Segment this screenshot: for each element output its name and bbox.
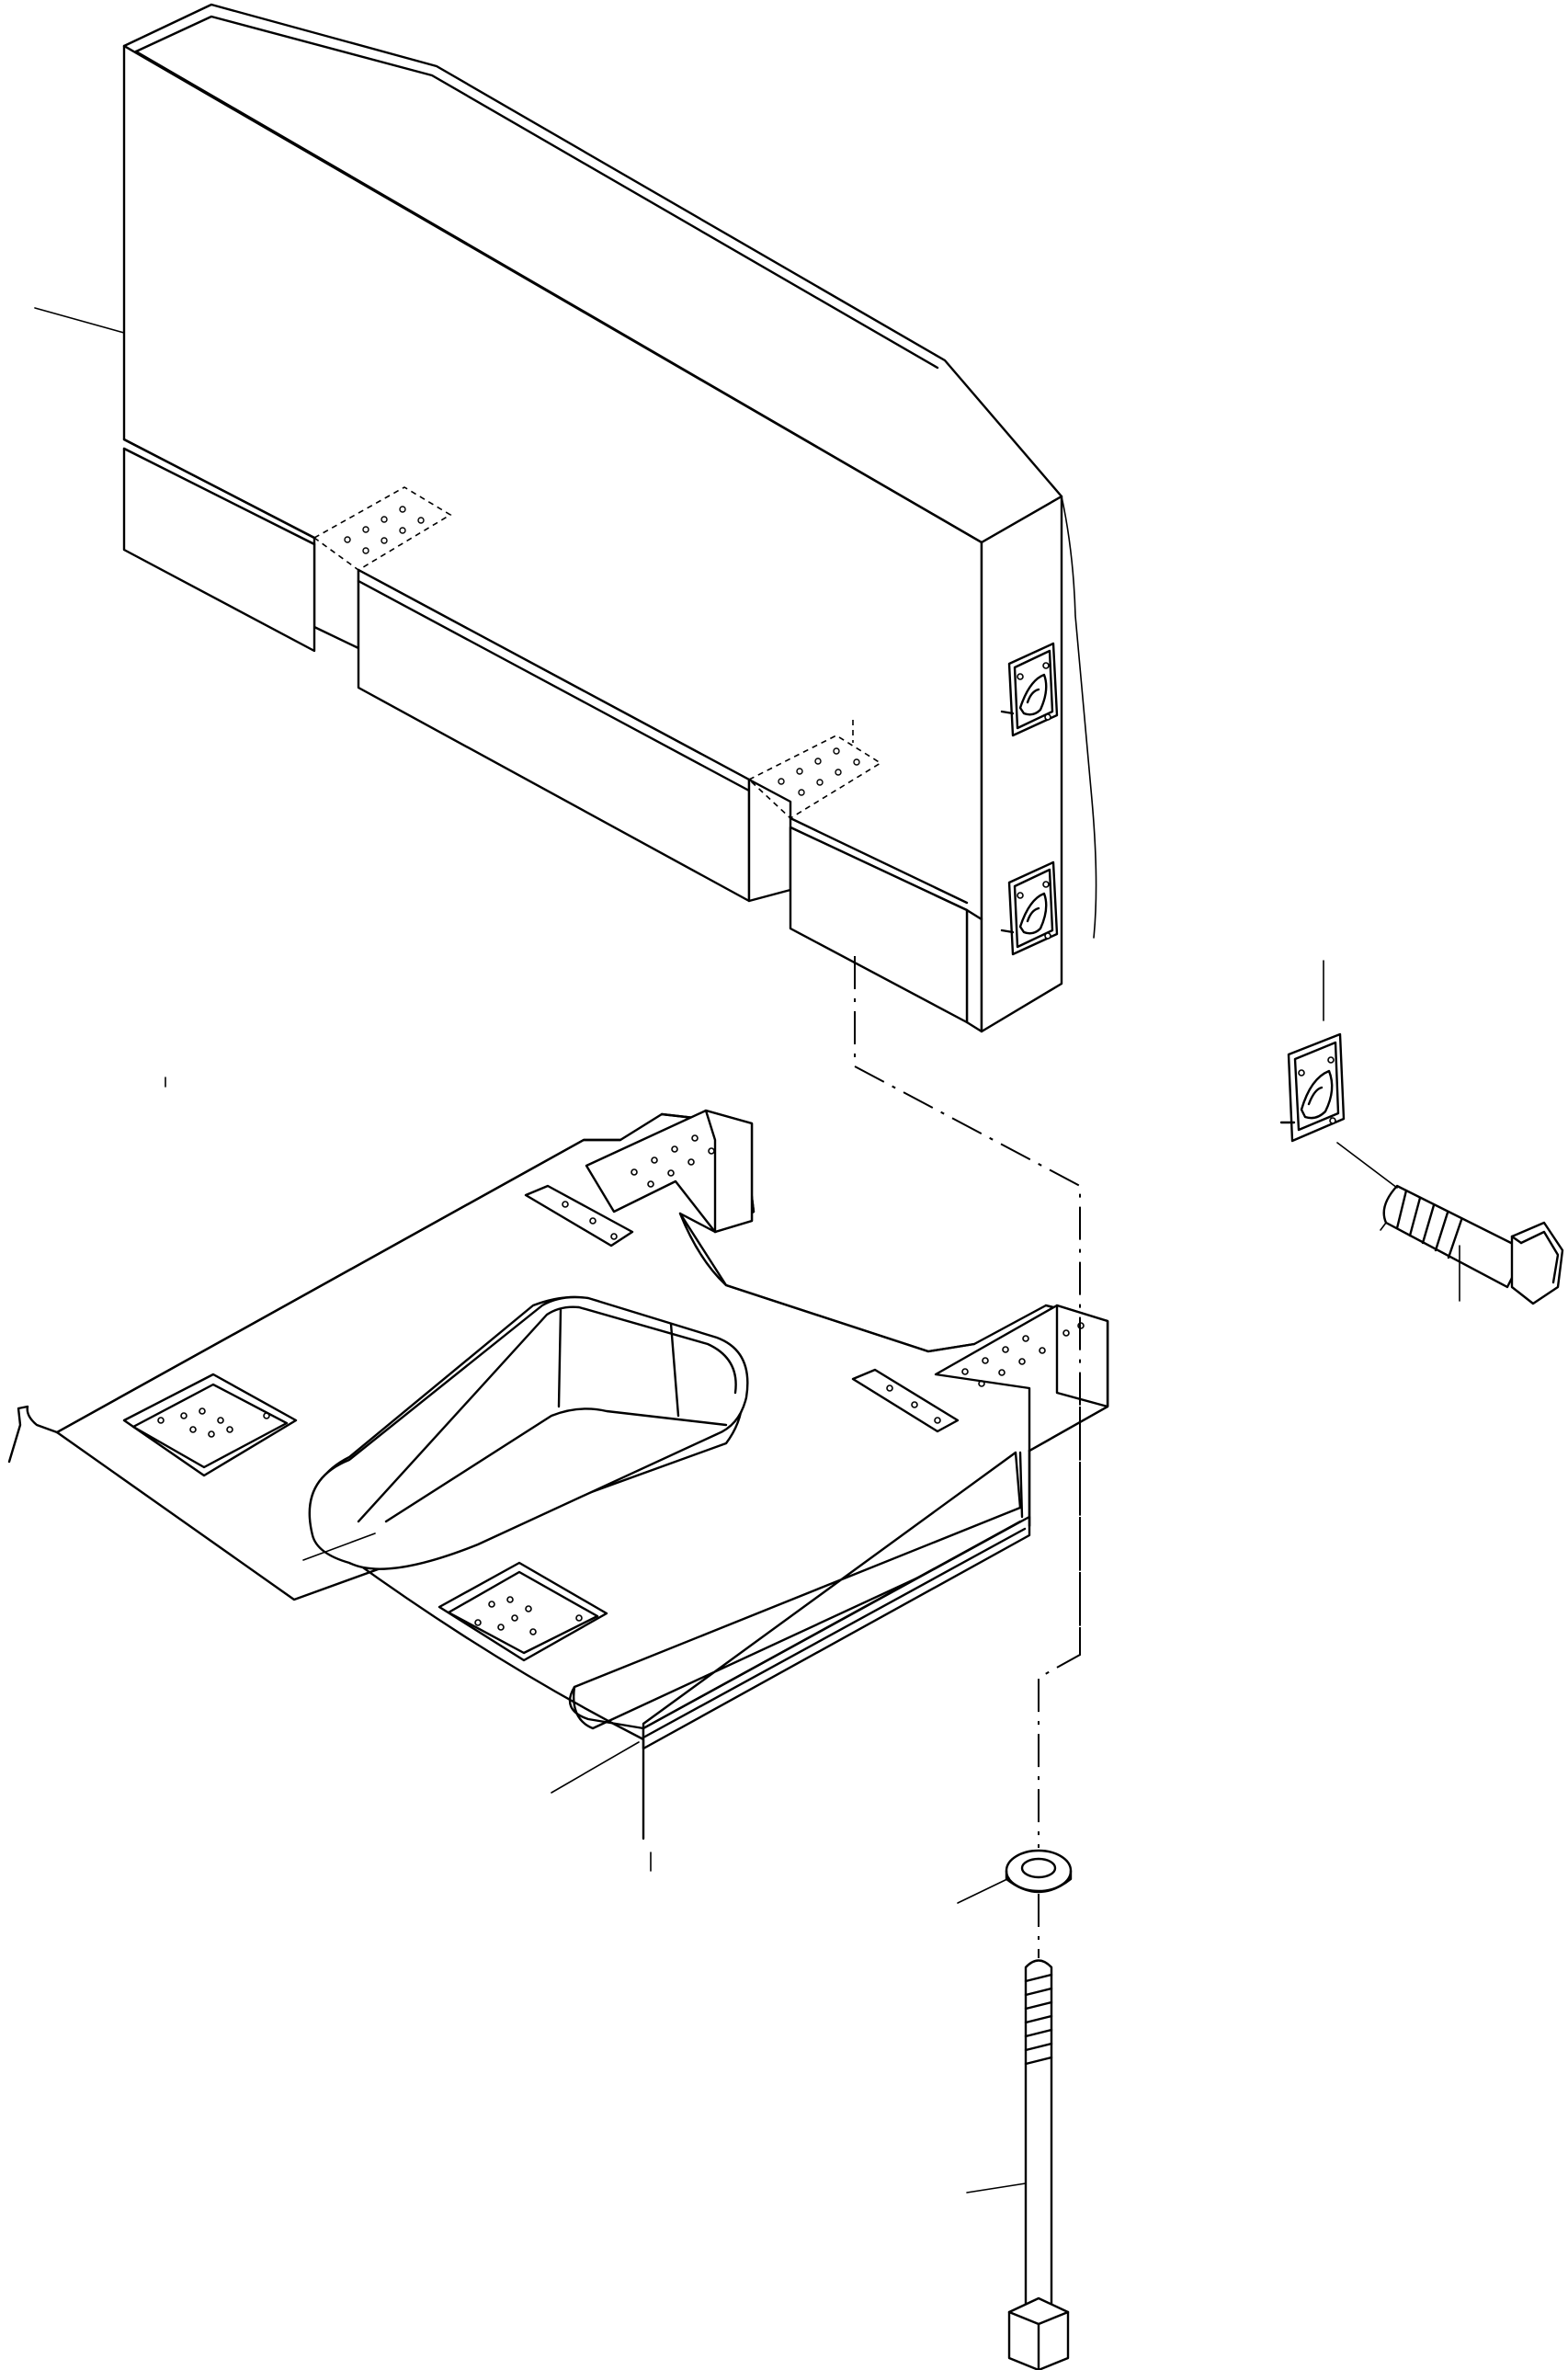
frame-pad-center	[437, 1561, 608, 1662]
hex-bolt-short	[1382, 1184, 1564, 1305]
mounting-bracket-upper	[1000, 642, 1059, 737]
leader-lines	[34, 307, 1460, 2193]
mounting-bracket-exploded	[1279, 1032, 1346, 1143]
frame-pad-right	[851, 1368, 960, 1433]
counterweight-block	[122, 3, 1097, 1033]
assembly-centerlines	[854, 956, 1081, 1958]
mounting-bracket-lower	[1000, 860, 1059, 956]
frame-pad-left	[122, 1373, 298, 1477]
hex-bolt-long	[1007, 1959, 1070, 2370]
frame-pad-upper	[524, 1184, 634, 1248]
washer	[1005, 1849, 1073, 1894]
rear-frame-plate	[7, 1109, 1109, 1840]
